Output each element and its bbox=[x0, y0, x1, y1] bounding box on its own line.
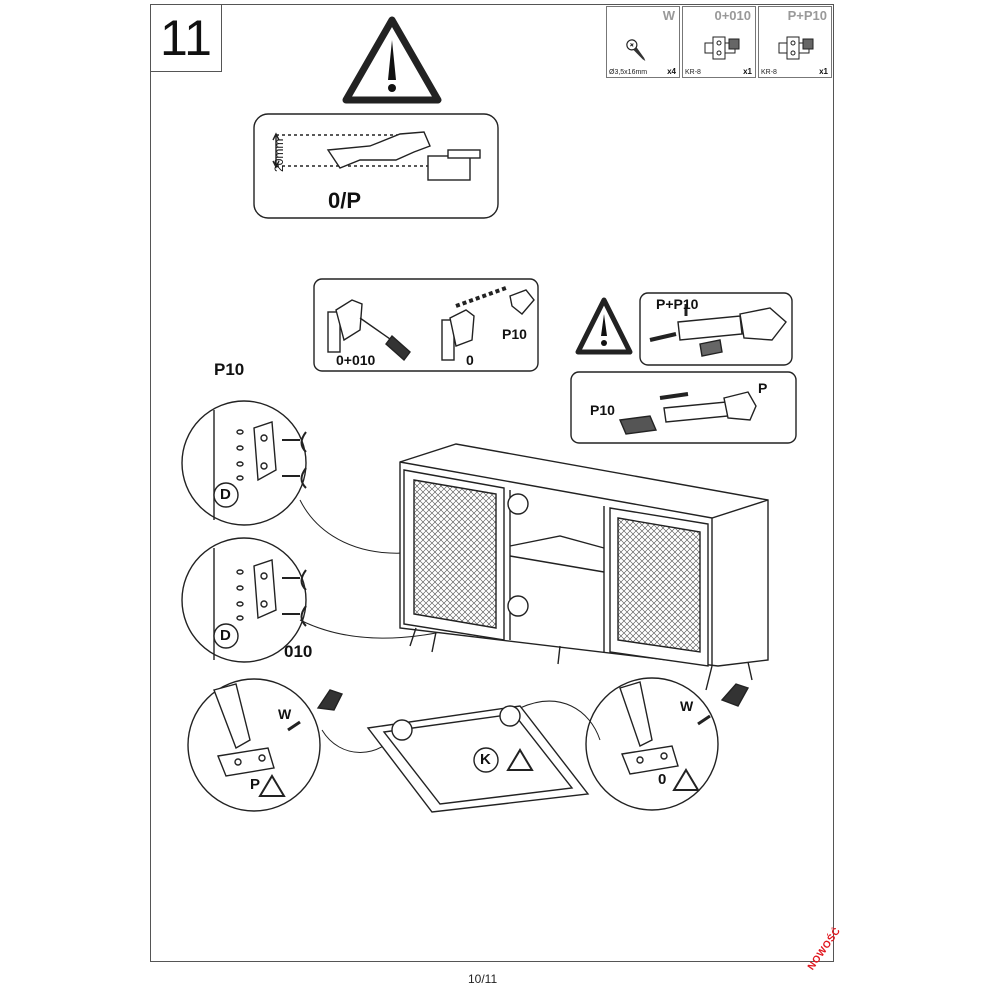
hinge-detail-mid bbox=[213, 548, 307, 660]
door-letter-circle bbox=[473, 747, 499, 773]
clip-bottom-label-right: P bbox=[758, 380, 768, 396]
adjust-label-right: P10 bbox=[502, 326, 527, 342]
part-hinge-p-p10: P+P10 KR-8 x1 bbox=[758, 6, 832, 78]
hinge-note-panel bbox=[253, 113, 499, 219]
clip-panel-top bbox=[639, 292, 793, 366]
detail-circle-right bbox=[585, 677, 719, 811]
adjust-label-left: 0+010 bbox=[336, 352, 376, 368]
hinge-label-left: P bbox=[250, 776, 261, 793]
warning-icon bbox=[575, 297, 633, 355]
detail-circle-mid bbox=[181, 537, 307, 663]
hinge-adjust-illustration bbox=[327, 286, 535, 362]
clip-on-illustration bbox=[649, 304, 787, 357]
clip-top-label: P+P10 bbox=[656, 296, 699, 312]
hinge-side-view bbox=[272, 131, 481, 181]
warning-icon bbox=[258, 774, 286, 797]
page-frame bbox=[150, 4, 834, 962]
mid-hinge-label: 010 bbox=[284, 642, 313, 661]
step-number: 11 bbox=[150, 4, 222, 72]
screw-icon bbox=[626, 39, 646, 61]
hinge-detail-right bbox=[619, 681, 750, 775]
dimension-label: 20mm bbox=[272, 138, 286, 172]
cabinet-illustration bbox=[399, 443, 769, 691]
hinge-icon bbox=[704, 36, 740, 60]
hinge-icon bbox=[778, 36, 814, 60]
warning-icon bbox=[672, 768, 700, 791]
door-panel-illustration bbox=[366, 705, 590, 813]
letter-d-top: D bbox=[220, 486, 231, 503]
warning-icon bbox=[342, 16, 442, 104]
hinge-detail-left bbox=[213, 683, 343, 777]
page-number: 10/11 bbox=[468, 972, 498, 986]
top-hinge-label: P10 bbox=[214, 360, 245, 379]
adjust-label-mid: 0 bbox=[466, 352, 474, 368]
clip-panel-bottom bbox=[570, 371, 797, 444]
detail-circle-left bbox=[187, 678, 321, 812]
screw-label-left: W bbox=[278, 706, 292, 722]
part-screw-w: W Ø3,5x16mm x4 bbox=[606, 6, 680, 78]
screw-label-right: W bbox=[680, 698, 694, 714]
letter-circle bbox=[213, 482, 239, 508]
hinge-detail-top bbox=[213, 410, 307, 520]
hinge-type-label: 0/P bbox=[328, 188, 362, 213]
adjust-panel bbox=[313, 278, 539, 372]
part-hinge-0-010: 0+010 KR-8 x1 bbox=[682, 6, 756, 78]
door-letter-label: K bbox=[480, 751, 491, 768]
clip-bottom-label-left: P10 bbox=[590, 402, 615, 418]
clip-slide-illustration bbox=[618, 391, 757, 435]
detail-circle-top bbox=[181, 400, 307, 526]
hinge-label-right: 0 bbox=[658, 771, 667, 788]
letter-d-mid: D bbox=[220, 627, 231, 644]
letter-circle bbox=[213, 623, 239, 649]
